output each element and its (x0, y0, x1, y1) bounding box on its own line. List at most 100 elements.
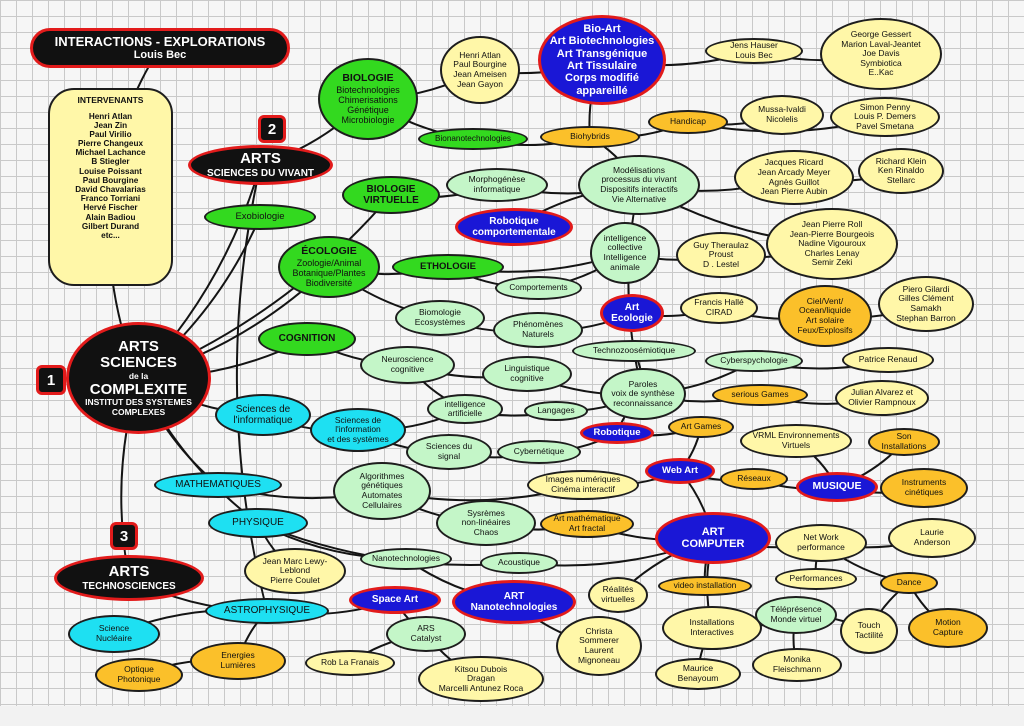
node-line: Louis Bec (133, 49, 187, 62)
node-line: Algorithmes (359, 470, 405, 481)
node-line: Jean Pierre Aubin (760, 186, 828, 197)
node-line: Morphogénèse (468, 174, 526, 185)
node-line: Rob La Franais (320, 657, 380, 668)
node-line: Images numériques (545, 474, 621, 485)
node-line: VRML Environnements (752, 430, 840, 441)
node-line: Ocean/liquide (799, 305, 851, 316)
node-line: Net Work (803, 532, 839, 543)
node-space-art: Space Art (349, 586, 441, 614)
node-line: Microbiologie (341, 114, 395, 125)
node-line: voix de synthèse (611, 388, 675, 399)
node-line: Henri Atlan (459, 49, 501, 60)
node-line: performance (797, 542, 845, 552)
node-line: ÉCOLOGIE (301, 245, 357, 257)
node-line: Monika (783, 654, 811, 665)
node-comportements: Comportements (495, 276, 582, 300)
node-line: Virtuels (781, 440, 811, 450)
node-line: Agnès Guillot (768, 176, 820, 187)
node-line: SCIENCES DU VIVANT (206, 167, 315, 179)
node-line: David Chavalarias (75, 185, 146, 195)
node-line: Catalyst (410, 633, 442, 643)
node-line: Maurice (682, 663, 714, 674)
node-line: COMPLEXES (111, 406, 166, 417)
node-line: Proust (708, 249, 734, 260)
node-techno: Technozoosémiotique (572, 340, 696, 362)
node-line: Ecosystèmes (414, 317, 466, 327)
node-line: Génétique (347, 104, 389, 115)
node-line: ARTS (240, 150, 281, 167)
node-art-games: Art Games (668, 416, 734, 438)
node-line: 2 (267, 120, 277, 138)
node-line: Optique (124, 664, 154, 675)
node-line: Stellarc (886, 174, 916, 185)
node-robotique: Robotique (580, 422, 654, 444)
node-line: Art Biotechnologies (549, 35, 655, 48)
node-line: D . Lestel (703, 258, 739, 269)
node-line: etc... (101, 230, 120, 240)
node-line: Paroles (628, 378, 658, 389)
node-line: INTERVENANTS (77, 95, 144, 105)
node-line: Motion (935, 617, 961, 628)
node-line: Technozoosémiotique (592, 345, 676, 356)
node-line: Bio-Art (583, 23, 621, 36)
node-line: Automates (361, 490, 403, 500)
node-line: Art (624, 301, 640, 313)
node-astrophysique: ASTROPHYSIQUE (205, 598, 329, 624)
node-line: Touch (857, 620, 881, 631)
node-line: Pavel Smetana (856, 120, 914, 131)
node-line: Réalités (602, 584, 634, 595)
node-line: Intelligence (603, 252, 647, 262)
node-reseaux: Réseaux (720, 468, 788, 490)
node-line: Nadine Vigouroux (798, 238, 866, 249)
node-line: l'information (335, 424, 381, 435)
node-web-art: Web Art (645, 458, 715, 484)
node-line: serious Games (731, 389, 789, 400)
node-line: Installations (689, 617, 735, 628)
node-line: Jacques Ricard (764, 157, 824, 168)
node-line: Interactives (690, 627, 734, 637)
node-line: Acoustique (497, 557, 541, 568)
node-line: Instruments (901, 477, 947, 488)
node-line: Semir Zeki (811, 257, 853, 268)
node-serious: serious Games (712, 384, 808, 406)
node-line: Monde virtuel (770, 614, 822, 624)
node-line: Jean Zin (93, 120, 128, 130)
node-line: Ken Rinaldo (877, 165, 925, 176)
node-musique: MUSIQUE (796, 472, 878, 502)
node-cognition: COGNITION (258, 322, 356, 356)
node-acoustique: Acoustique (480, 552, 558, 574)
node-line: Guy Theraulaz (693, 239, 749, 250)
node-line: génétiques (361, 480, 403, 491)
node-mathematiques: MATHEMATIQUES (154, 472, 282, 498)
node-line: Chaos (473, 526, 499, 537)
node-line: processus du vivant (601, 174, 677, 185)
node-line: Kitsou Dubois (454, 663, 508, 674)
node-line: non-linéaires (461, 517, 511, 528)
node-rob-la: Rob La Franais (305, 650, 395, 676)
node-exobiologie: Exobiologie (204, 204, 316, 230)
node-line: Nanotechnologies (470, 602, 558, 613)
node-line: ART (701, 525, 725, 538)
